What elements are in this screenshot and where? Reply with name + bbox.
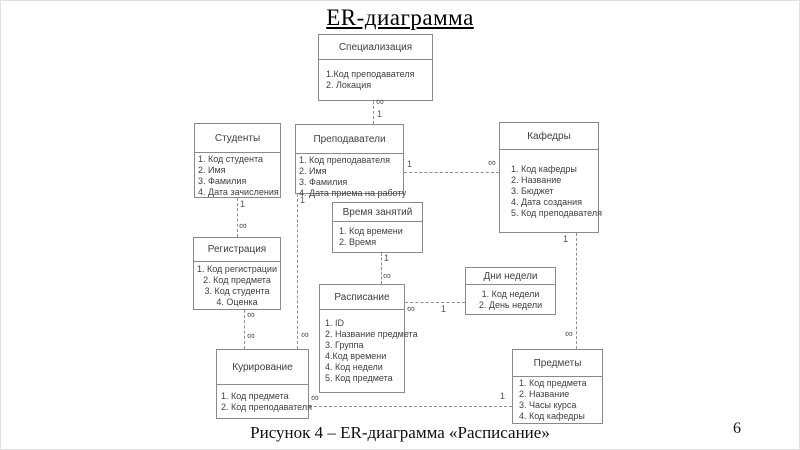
entity-attribute: 4. Код кафедры [519, 411, 585, 421]
cardinality-label: 1 [407, 159, 413, 169]
connector-raspisanie-dni-nedeli [405, 302, 465, 303]
entity-attribute: 1. Код преподавателя [299, 155, 390, 165]
entity-title: Расписание [320, 285, 404, 310]
cardinality-label: ∞ [488, 157, 496, 169]
cardinality-label: 1 [377, 109, 383, 119]
page-title: ER-диаграмма [326, 5, 474, 30]
cardinality-label: ∞ [239, 220, 247, 232]
cardinality-label: ∞ [247, 309, 255, 321]
entity-attribute: 1. Код предмета [519, 378, 587, 388]
entity-attribute: 1. Код регистрации [197, 263, 277, 274]
cardinality-label: 1 [500, 391, 506, 401]
entity-attribute: 2. День недели [478, 299, 543, 310]
entity-attribute: 4. Дата создания [511, 196, 582, 207]
entity-attribute: 2. Название [511, 174, 562, 185]
entity-title: Специализация [319, 35, 432, 60]
cardinality-label: 1 [300, 195, 306, 205]
entity-attribute: 2. Время [339, 237, 377, 247]
connector-prepodavateli-kafedry [404, 172, 499, 173]
cardinality-label: ∞ [247, 330, 255, 342]
entity-attribute: 4. Дата приема на работу [299, 188, 407, 198]
figure-caption: Рисунок 4 – ER-диаграмма «Расписание» [250, 423, 550, 442]
cardinality-label: 1 [563, 234, 569, 244]
connector-studenty-registraciya [237, 198, 238, 237]
cardinality-label: ∞ [565, 328, 573, 340]
connector-vremya-zanyatij-raspisanie [381, 253, 382, 284]
entity-attribute: 2. Имя [299, 166, 327, 176]
entity-title: Время занятий [333, 203, 422, 222]
connector-kurirovanie-predmety [309, 406, 512, 407]
cardinality-label: ∞ [311, 392, 319, 404]
cardinality-label: ∞ [383, 270, 391, 282]
entity-attribute: 3. Бюджет [511, 185, 554, 196]
entity-attribute: 3. Группа [325, 340, 364, 350]
entity-attribute: 5. Код предмета [325, 373, 393, 383]
cardinality-label: 1 [384, 253, 390, 263]
entity-attribute: 4. Код недели [325, 362, 383, 372]
entity-attribute: 5. Код преподавателя [511, 207, 602, 218]
entity-attribute: 3. Код студента [204, 285, 270, 296]
entity-attribute: 2. Локация [326, 80, 372, 90]
entity-attribute: 3. Фамилия [198, 176, 247, 186]
entity-title: Предметы [513, 350, 602, 377]
entity-attribute: 3. Часы курса [519, 400, 577, 410]
entity-title: Преподаватели [296, 125, 403, 154]
entity-attribute: 3. Фамилия [299, 177, 348, 187]
page-number: 6 [733, 420, 741, 437]
entity-attribute: 4. Дата зачисления [198, 187, 279, 197]
entity-attribute: 1. Код недели [481, 288, 540, 299]
entity-attribute: 1. Код времени [339, 226, 403, 236]
cardinality-label: ∞ [407, 303, 415, 315]
entity-attribute: 2. Имя [198, 165, 226, 175]
entity-attribute: 1. Код кафедры [511, 163, 577, 174]
entity-attribute: 1. Код предмета [221, 390, 289, 401]
entity-attribute: 2. Название [519, 389, 570, 399]
entity-attribute: 2. Название предмета [325, 329, 418, 339]
cardinality-label: 1 [240, 199, 246, 209]
cardinality-label: 1 [441, 304, 447, 314]
entity-attribute: 1. Код студента [198, 154, 263, 164]
entity-attribute: 4.Код времени [325, 351, 387, 361]
entity-title: Регистрация [194, 238, 280, 262]
entity-attribute: 2. Код предмета [203, 274, 271, 285]
cardinality-label: ∞ [301, 329, 309, 341]
connector-registraciya-kurirovanie [244, 310, 245, 349]
entity-title: Кафедры [500, 123, 598, 150]
cardinality-label: ∞ [376, 96, 384, 108]
connector-specializaciya-prepodavateli [373, 101, 374, 124]
connector-prepodavateli-kurirovanie [297, 194, 298, 349]
entity-title: Студенты [195, 124, 280, 153]
entity-title: Дни недели [466, 268, 555, 285]
entity-attribute: 1. ID [325, 318, 345, 328]
entity-title: Курирование [217, 350, 308, 385]
entity-attribute: 4. Оценка [216, 296, 258, 307]
entity-attribute: 1.Код преподавателя [326, 69, 415, 79]
connector-kafedry-predmety [576, 233, 577, 349]
entity-attribute: 2. Код преподавателя [221, 401, 312, 412]
